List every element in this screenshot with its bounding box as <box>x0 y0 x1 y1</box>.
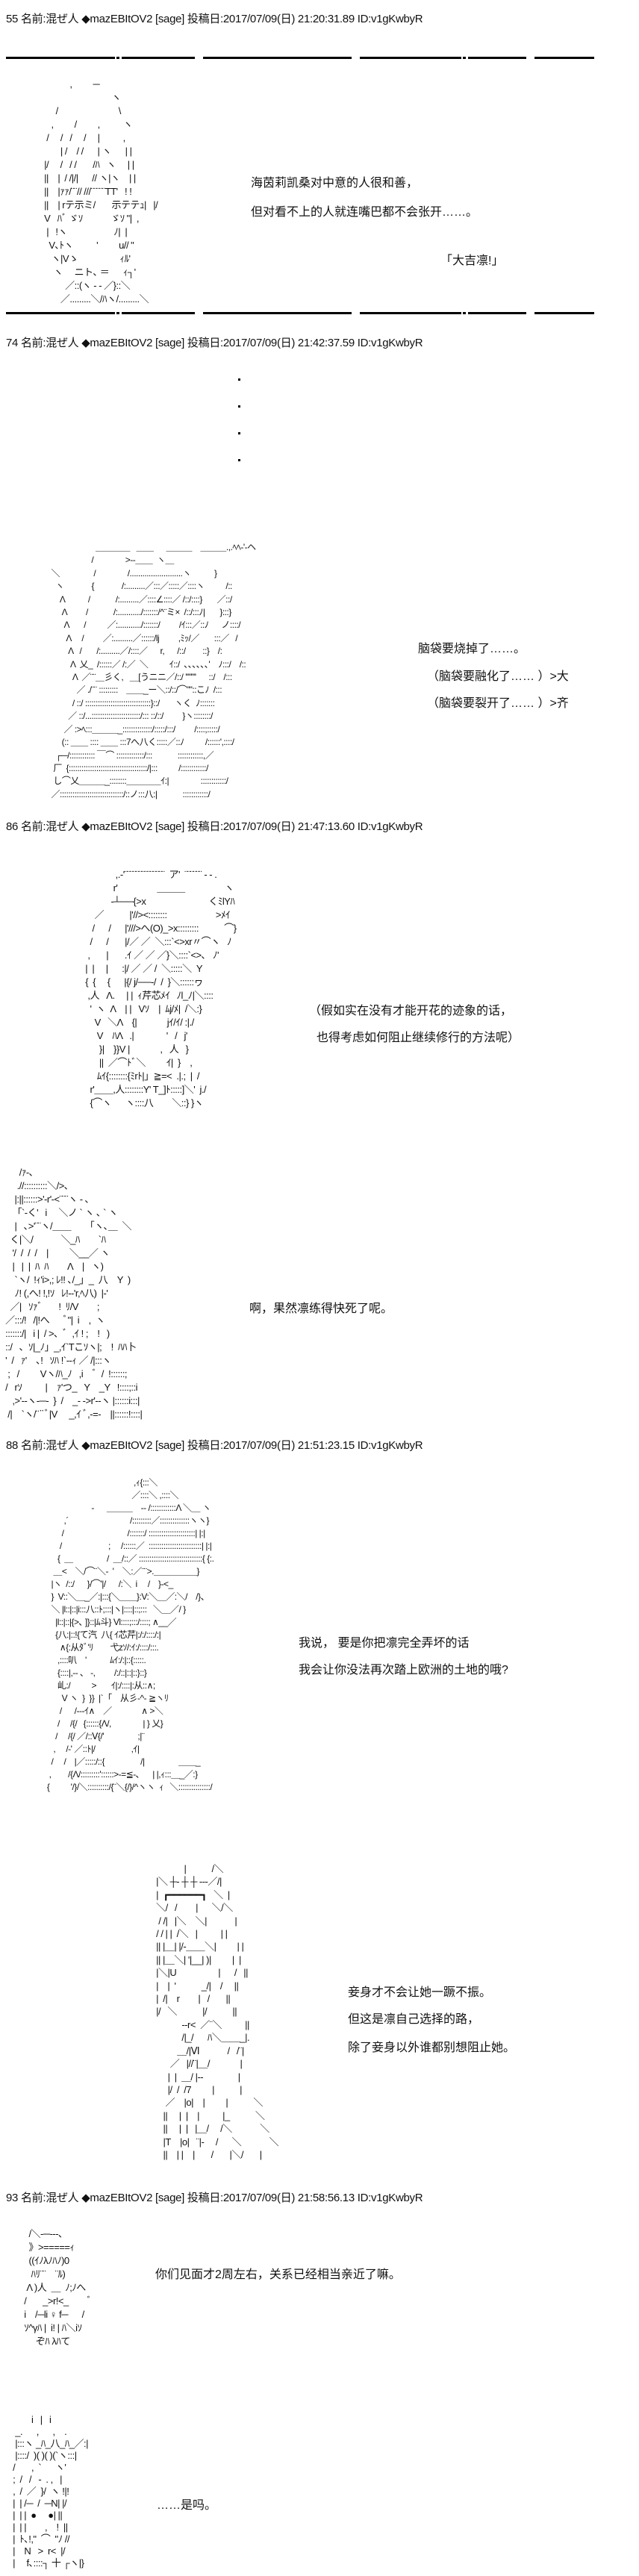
ellipsis-dot <box>238 405 240 408</box>
post-header-88: 88 名前:混ぜ人 ◆mazEBItOV2 [sage] 投稿日:2017/07… <box>6 1439 423 1452</box>
post-header-86: 86 名前:混ぜ人 ◆mazEBItOV2 [sage] 投稿日:2017/07… <box>6 820 423 833</box>
ascii-art: ＿＿＿＿ ＿＿ ＿＿＿ ＿＿＿.,.ﾍﾍ‐'-ヘ / >‐‐＿＿ ヽ＿ ＼ / … <box>51 542 257 799</box>
dialogue-line: 但对看不上的人就连嘴巴都不会张开……。 <box>251 206 479 219</box>
ascii-art: /ｧ‐､ .//::::::::::＼/>､ |:||::::::>'-r'-<… <box>5 1167 143 1420</box>
ascii-art: /＼-─‐‐-､ 》>=====ｨ ((ｲﾉλﾉﾊﾉ)0 ﾊﾘ¨¨ ¨ﾙ) Λ … <box>24 2228 92 2347</box>
post-header-74: 74 名前:混ぜ人 ◆mazEBItOV2 [sage] 投稿日:2017/07… <box>6 337 423 349</box>
dialogue-line: （假如实在没有才能开花的迹象的话， <box>309 1005 513 1017</box>
dialogue-line: 我说， 要是你把凛完全弄坏的话 <box>299 1637 470 1650</box>
dialogue-line: 你们见面才2周左右，关系已经相当亲近了嘛。 <box>155 2268 401 2281</box>
ellipsis-dot <box>238 432 240 434</box>
ascii-art: i | i _. , , . |:::ヽ _ﾊ_八_ﾊ_／:| |::::/ )… <box>13 2414 88 2569</box>
dialogue-line: 海茵莉凯桑对中意的人很和善， <box>251 177 419 190</box>
dialogue-line: 也得考虑如何阻止继续修行的方法呢） <box>317 1032 520 1044</box>
dialogue-line: 「大吉凛!」 <box>440 255 504 267</box>
dialogue-line: （脑袋要融化了…… ）>大 <box>427 670 569 683</box>
ascii-art: , ─ ヽ / \ , / , ヽ / / / / | , | / / / | … <box>44 78 158 305</box>
ellipsis-dot <box>238 378 240 381</box>
ascii-art: ,.-'¨¨¨¨¨¨¨¨¨¨¨¨¨¨ ア' ¨¨¨¨¨¨ ‐ - . r' ＿＿… <box>85 869 237 1108</box>
ascii-art: ,ｨ{:::＼ ／::::＼ ,::::＼ ‐ ＿＿＿ ‐‐ /::::::::… <box>46 1477 214 1792</box>
dialogue-line: 啊，果然凛练得快死了呢。 <box>249 1303 393 1315</box>
dialogue-line: 我会让你没法再次踏上欧洲的土地的哦? <box>299 1664 508 1677</box>
post-header-55: 55 名前:混ぜ人 ◆mazEBItOV2 [sage] 投稿日:2017/07… <box>6 13 423 25</box>
separator <box>6 312 594 314</box>
dialogue-line: 但这是凛自己选择的路， <box>348 2013 480 2026</box>
ascii-art: | /＼ |＼ ┼- ┼ ┼ ‐‐-／/| | ┏━━━━━━┓ ＼ | ＼/ … <box>156 1863 279 2160</box>
dialogue-line: ……是吗。 <box>157 2499 217 2512</box>
ellipsis-dot <box>238 459 240 461</box>
dialogue-line: 妾身才不会让她一蹶不振。 <box>348 1986 492 1999</box>
dialogue-line: 脑袋要烧掉了……。 <box>418 643 526 655</box>
post-header-93: 93 名前:混ぜ人 ◆mazEBItOV2 [sage] 投稿日:2017/07… <box>6 2192 423 2204</box>
separator <box>6 57 594 59</box>
dialogue-line: （脑袋要裂开了…… ）>齐 <box>427 697 569 710</box>
dialogue-line: 除了妾身以外谁都别想阻止她。 <box>348 2042 516 2054</box>
